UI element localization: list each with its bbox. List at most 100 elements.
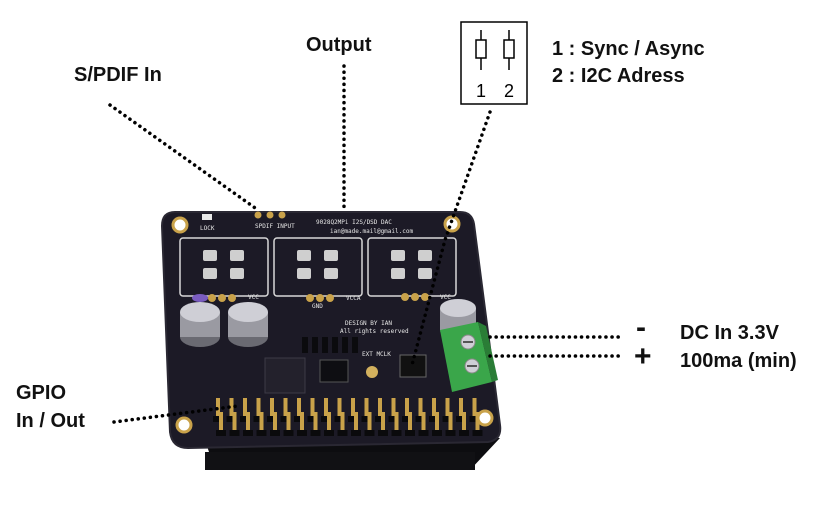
gpio-pin-base bbox=[375, 416, 385, 422]
gpio-pin-base bbox=[348, 416, 358, 422]
gpio-pin-base bbox=[229, 430, 240, 436]
gpio-pin-base bbox=[459, 430, 469, 436]
gpio-pin bbox=[313, 412, 318, 432]
gpio-pin bbox=[310, 398, 315, 418]
gpio-pin bbox=[432, 398, 436, 418]
gpio-pin bbox=[300, 412, 304, 432]
gpio-pin bbox=[448, 412, 453, 432]
gpio-pin-base bbox=[442, 416, 453, 422]
gpio-header-pins bbox=[213, 398, 483, 436]
pcb-ext-mclk: EXT MCLK bbox=[362, 351, 391, 358]
pcb-board bbox=[160, 211, 502, 450]
dip-pin-2: 2 bbox=[504, 81, 514, 101]
gpio-pin-base bbox=[429, 416, 439, 422]
gpio-pin bbox=[354, 412, 358, 432]
gpio-pin bbox=[246, 412, 250, 432]
pcb-rights: All rights reserved bbox=[340, 328, 409, 335]
leader-lines bbox=[108, 64, 622, 424]
gpio-pin-base bbox=[310, 430, 321, 436]
dc-terminal-block bbox=[440, 322, 498, 392]
gpio-pin-base bbox=[294, 416, 304, 422]
capacitors bbox=[180, 294, 476, 347]
gpio-pin bbox=[256, 398, 261, 418]
gpio-pin-base bbox=[226, 416, 237, 422]
gpio-pin bbox=[283, 398, 288, 418]
gpio-pin-base bbox=[456, 416, 466, 422]
pcb-lock: LOCK bbox=[200, 225, 215, 232]
gpio-pin-base bbox=[324, 430, 334, 436]
gpio-pin bbox=[232, 412, 237, 432]
gpio-pin bbox=[459, 398, 463, 418]
gpio-pin-base bbox=[256, 430, 267, 436]
gpio-pin bbox=[378, 398, 382, 418]
gpio-pin bbox=[421, 412, 426, 432]
gpio-pin bbox=[297, 398, 301, 418]
gpio-pin-base bbox=[445, 430, 456, 436]
lock-led bbox=[202, 214, 212, 220]
dc-in-label: DC In 3.3V bbox=[680, 322, 779, 344]
gpio-pin bbox=[229, 398, 234, 418]
gpio-pin-base bbox=[243, 430, 253, 436]
gpio-pin bbox=[351, 398, 355, 418]
leader-dip-switch bbox=[410, 110, 492, 367]
dc-plus-sign: + bbox=[634, 340, 652, 373]
spdif-in-label: S/PDIF In bbox=[74, 64, 162, 86]
gpio-pin-base bbox=[334, 416, 345, 422]
dc-minus-sign: - bbox=[636, 311, 646, 344]
gpio-pin bbox=[286, 412, 291, 432]
pcb-vcc-2: VCC bbox=[440, 294, 451, 301]
gpio-pin bbox=[445, 398, 450, 418]
gpio-pin-base bbox=[270, 430, 280, 436]
gpio-pin bbox=[405, 398, 409, 418]
gpio-pin-base bbox=[418, 430, 429, 436]
gpio-pin-base bbox=[378, 430, 388, 436]
gpio-pin bbox=[472, 398, 477, 418]
gpio-pin bbox=[367, 412, 372, 432]
output-label: Output bbox=[306, 34, 372, 56]
gpio-pin bbox=[219, 412, 223, 432]
gpio-pin-base bbox=[469, 416, 480, 422]
gpio-label-line1: GPIO bbox=[16, 382, 67, 404]
components bbox=[264, 337, 427, 394]
dip-pin-1: 1 bbox=[476, 81, 486, 101]
gpio-pin-base bbox=[216, 430, 226, 436]
gpio-pin-base bbox=[283, 430, 294, 436]
pcb-email: ian@made.mail@gmail.com bbox=[330, 228, 413, 235]
pcb-vcca: VCCA bbox=[346, 295, 361, 302]
gpio-pin-base bbox=[415, 416, 426, 422]
gpio-pin-base bbox=[337, 430, 348, 436]
gpio-pin-base bbox=[267, 416, 277, 422]
gpio-pin bbox=[475, 412, 480, 432]
gpio-pin-base bbox=[213, 416, 223, 422]
gpio-pin-base bbox=[351, 430, 361, 436]
gpio-pin-base bbox=[405, 430, 415, 436]
pcb-vcc-1: VCC bbox=[248, 294, 259, 301]
gpio-pin bbox=[394, 412, 399, 432]
leader-spdif bbox=[108, 103, 260, 212]
gpio-pin bbox=[324, 398, 328, 418]
gpio-pin bbox=[273, 412, 277, 432]
dip-switch-diagram: 1 2 bbox=[460, 21, 528, 105]
pcb-design: DESIGN BY IAN bbox=[345, 320, 392, 327]
gpio-pin bbox=[364, 398, 369, 418]
gpio-pin bbox=[243, 398, 247, 418]
gpio-pin-base bbox=[240, 416, 250, 422]
pcb-gnd: GND bbox=[312, 303, 323, 310]
gpio-label-line2: In / Out bbox=[16, 410, 85, 432]
spdif-pads bbox=[254, 211, 286, 219]
gpio-pin-base bbox=[307, 416, 318, 422]
gpio-pin bbox=[259, 412, 264, 432]
gpio-pin-base bbox=[391, 430, 402, 436]
gpio-pin-base bbox=[388, 416, 399, 422]
gpio-pin bbox=[435, 412, 439, 432]
gpio-pin-base bbox=[321, 416, 331, 422]
gpio-pin bbox=[381, 412, 385, 432]
gpio-pin-base bbox=[432, 430, 442, 436]
gpio-pin-base bbox=[364, 430, 375, 436]
pcb-title: 9028Q2MPi I2S/DSD DAC bbox=[316, 219, 392, 226]
gpio-pin bbox=[418, 398, 423, 418]
switch-1-label: 1 : Sync / Async bbox=[552, 38, 705, 60]
gpio-pin bbox=[340, 412, 345, 432]
